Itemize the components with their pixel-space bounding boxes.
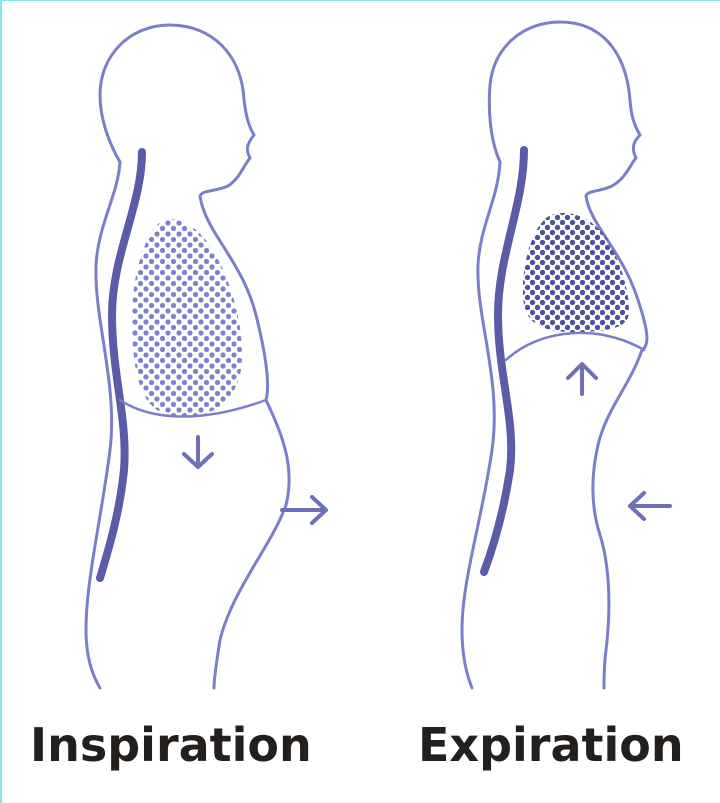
diaphragm-up-arrow-icon bbox=[568, 364, 596, 394]
diaphragm-raised bbox=[506, 333, 644, 360]
expiration-label: Expiration bbox=[418, 718, 684, 772]
inspiration-label: Inspiration bbox=[30, 718, 312, 772]
lung-contracted bbox=[523, 213, 629, 332]
back-outline bbox=[462, 162, 500, 688]
expiration-figure bbox=[360, 0, 720, 710]
inspiration-figure bbox=[0, 0, 360, 710]
abdomen-in-arrow-icon bbox=[630, 493, 670, 519]
back-outline bbox=[86, 162, 120, 688]
diaphragm-down-arrow-icon bbox=[184, 437, 212, 467]
abdomen-out-arrow-icon bbox=[282, 497, 326, 523]
